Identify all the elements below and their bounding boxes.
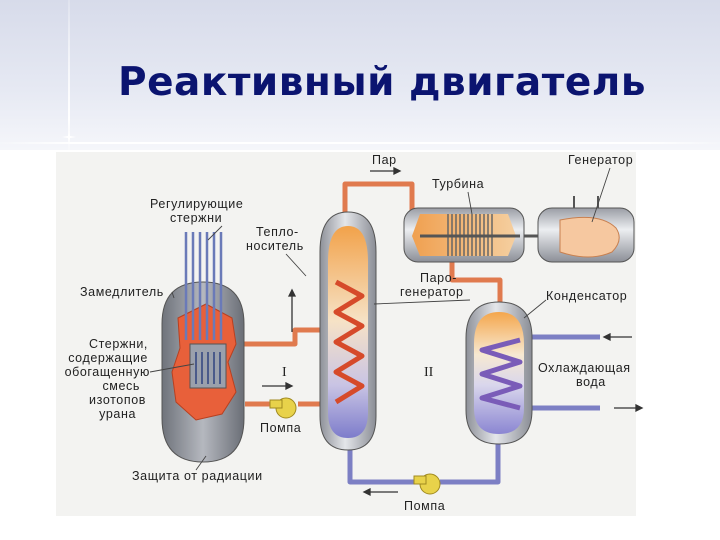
- label-control-rods-2: стержни: [170, 211, 222, 225]
- arrow-left-icon: [602, 332, 632, 342]
- arrow-right-icon: [614, 403, 644, 413]
- turbine: [403, 207, 525, 263]
- page-title: Реактивный двигатель: [118, 60, 647, 105]
- condenser: [465, 301, 533, 445]
- arrow-right-icon: [262, 381, 294, 391]
- pump-one: [269, 397, 297, 419]
- diagram-labels: Пар Генератор Турбина Регулирующие стерж…: [65, 153, 633, 513]
- label-fuel-rods-4: смесь: [102, 379, 140, 393]
- fuel-rods: [195, 352, 221, 384]
- label-circuit-two: II: [424, 365, 434, 380]
- label-pump-two: Помпа: [404, 499, 445, 513]
- slide-header-background: [0, 0, 720, 150]
- sparkle-icon: [62, 130, 76, 144]
- label-steam: Пар: [372, 153, 397, 167]
- label-control-rods-1: Регулирующие: [150, 197, 243, 211]
- label-cooling-water-1: Охлаждающая: [538, 361, 631, 375]
- arrow-right-icon: [370, 166, 402, 176]
- generator: [537, 196, 635, 263]
- label-moderator: Замедлитель: [80, 285, 164, 299]
- label-fuel-rods-6: урана: [99, 407, 136, 421]
- reactor-vessel: [161, 232, 245, 463]
- leader-lines: [149, 167, 611, 471]
- label-pump-one: Помпа: [260, 421, 301, 435]
- control-rods: [184, 232, 223, 340]
- label-turbine: Турбина: [432, 177, 484, 191]
- arrow-left-icon: [362, 487, 398, 497]
- flow-arrows: [262, 166, 644, 497]
- label-steam-generator-1: Паро-: [420, 271, 457, 285]
- label-coolant-1: Тепло-: [256, 225, 299, 239]
- label-fuel-rods-5: изотопов: [89, 393, 146, 407]
- decorative-vertical-line: [68, 0, 70, 150]
- label-generator: Генератор: [568, 153, 633, 167]
- label-fuel-rods-2: содержащие: [68, 351, 148, 365]
- label-radiation-shield: Защита от радиации: [132, 469, 263, 483]
- steam-generator: [319, 211, 377, 451]
- label-condenser: Конденсатор: [546, 289, 627, 303]
- arrow-up-icon: [287, 288, 297, 332]
- label-coolant-2: носитель: [246, 239, 304, 253]
- label-steam-generator-2: генератор: [400, 285, 464, 299]
- pump-two: [413, 473, 441, 495]
- decorative-horizontal-line: [0, 142, 720, 144]
- label-circuit-one: I: [282, 365, 287, 380]
- label-fuel-rods-3: обогащенную: [65, 365, 150, 379]
- label-fuel-rods-1: Стержни,: [89, 337, 148, 351]
- label-cooling-water-2: вода: [576, 375, 606, 389]
